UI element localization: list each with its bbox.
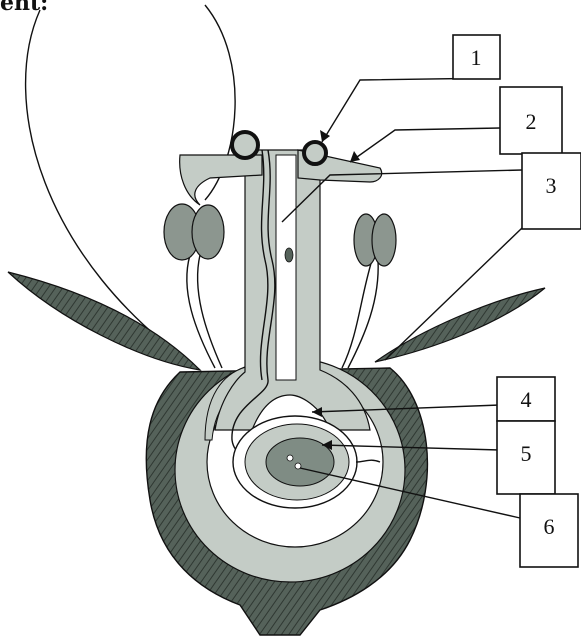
egg-nucleus [287,455,293,461]
pollen-grain-right [304,142,326,164]
filament-right-2 [342,260,372,368]
label-6-number: 6 [544,514,555,539]
label-5: 5 [497,421,555,494]
label-3-number: 3 [546,173,557,198]
label-3: 3 [522,153,581,229]
label-5-number: 5 [521,441,532,466]
label-4: 4 [497,377,555,421]
style-canal [276,155,296,380]
label-4-number: 4 [521,387,532,412]
leader-2 [350,128,500,162]
label-2-number: 2 [526,109,537,134]
label-1: 1 [453,35,500,79]
label-1-number: 1 [471,45,482,70]
pollen-grain-left [232,132,258,158]
anther-left-lobe-2 [192,205,224,259]
petals [26,5,236,370]
leader-3b [385,228,522,360]
leader-1 [322,78,500,142]
stamen-right [342,214,396,368]
anther-right-lobe-2 [372,214,396,266]
filament-left-2 [198,255,222,368]
sepal-right [375,288,545,362]
stamen-left [164,204,224,368]
label-6: 6 [520,494,578,567]
label-2: 2 [500,87,562,154]
sepal-left [8,272,200,370]
filament-right [348,260,378,368]
sperm-nucleus [285,248,293,262]
filament-left [187,255,215,368]
